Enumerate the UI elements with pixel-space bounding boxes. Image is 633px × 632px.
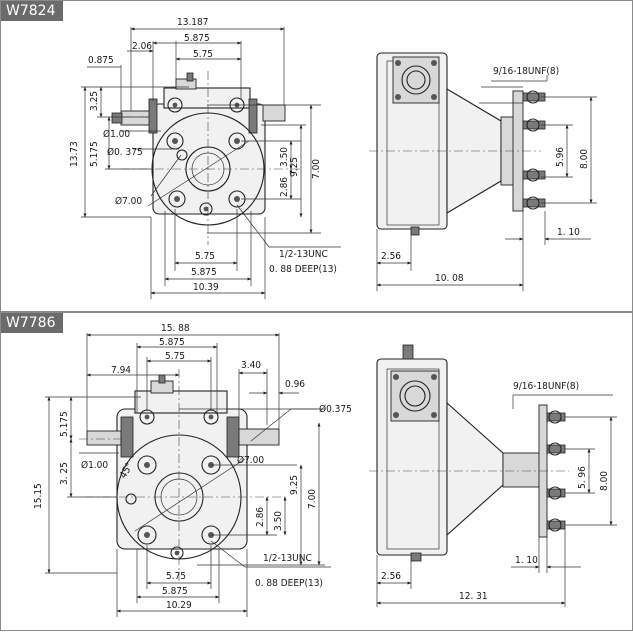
front-view [111, 71, 301, 245]
dim-right-a: 3.40 [241, 360, 261, 371]
dim-bolt-circle-b: 8.00 [599, 471, 610, 491]
dim-bolt-spacing: 5.75 [195, 251, 215, 262]
dim-bolt-circle-a: 5. 96 [577, 466, 588, 489]
dim-bore: Ø7.00 [115, 195, 142, 207]
side-dimensions [376, 75, 597, 291]
dim-overall-length: 12. 31 [459, 591, 488, 602]
side-view [369, 52, 546, 236]
dim-base-width: 10.29 [166, 600, 192, 611]
tap-depth: 0. 88 DEEP(13) [255, 578, 323, 589]
dim-center-a: 9.25 [289, 157, 300, 177]
tap-depth: 0. 88 DEEP(13) [269, 264, 337, 275]
dim-hole-dia: Ø0.375 [319, 403, 352, 415]
dim-bolt-v: 3.50 [279, 147, 290, 167]
side-labels: 9/16-18UNF(8) 5.96 8.00 1. 10 2.56 10. 0… [381, 66, 590, 284]
dim-bolt-circle-a: 5.96 [555, 147, 566, 167]
dim-lower-height: 3. 25 [59, 462, 70, 485]
dim-center-b: 7.00 [307, 489, 318, 509]
dim-mid-height: 5.175 [89, 141, 100, 167]
dim-bolt-circle-b: 8.00 [579, 149, 590, 169]
model-label: W7824 [1, 1, 64, 21]
dim-top-b: 5.875 [159, 337, 185, 348]
dim-hole-dia: Ø0. 375 [107, 146, 143, 158]
front-view [79, 369, 285, 581]
dim-base-width: 10.39 [193, 282, 219, 293]
dim-upper-height: 3.25 [89, 91, 100, 111]
flange-thread: 9/16-18UNF(8) [493, 66, 559, 77]
tap-spec: 1/2-13UNC [263, 553, 312, 564]
front-labels: 15. 88 5.875 5.75 7.94 3.40 0.96 Ø0.375 … [33, 323, 352, 611]
dim-base-offset: 2.56 [381, 251, 401, 262]
front-dimensions [81, 27, 341, 299]
dim-top-b: 5.875 [184, 33, 210, 44]
dim-flange-thk: 1. 10 [557, 227, 580, 238]
front-dimensions [45, 333, 331, 617]
drawing-panel-w7824: W7824 [0, 0, 633, 312]
front-labels: 13.187 2.06 5.875 5.75 0.875 3.25 5.175 … [69, 17, 337, 293]
drawing-w7824: 13.187 2.06 5.875 5.75 0.875 3.25 5.175 … [69, 17, 597, 299]
dim-flange-thk: 1. 10 [515, 555, 538, 566]
drawing-panel-w7786: W7786 [0, 312, 633, 631]
model-label: W7786 [1, 313, 64, 333]
tap-spec: 1/2-13UNC [279, 249, 328, 260]
dim-top-c: 5.75 [165, 351, 185, 362]
dim-shaft-dia: Ø1.00 [81, 459, 108, 471]
drawing-w7786: 15. 88 5.875 5.75 7.94 3.40 0.96 Ø0.375 … [33, 323, 617, 617]
dim-bore: Ø7.00 [237, 454, 264, 466]
dim-top-c: 5.75 [193, 49, 213, 60]
dim-center-b: 7.00 [311, 159, 322, 179]
flange-thread: 9/16-18UNF(8) [513, 381, 579, 392]
side-labels: 9/16-18UNF(8) 5. 96 8.00 1. 10 2.56 12. … [381, 381, 610, 602]
dim-overall-length: 10. 08 [435, 273, 464, 284]
dim-top-a: 2.06 [132, 41, 152, 52]
dim-overall-width: 15. 88 [161, 323, 190, 334]
dim-total-height: 15.15 [33, 483, 44, 509]
dim-left-width: 7.94 [111, 365, 131, 376]
dim-base-b: 5.875 [162, 586, 188, 597]
dim-shaft-dia: Ø1.00 [103, 128, 130, 140]
dim-base-offset: 2.56 [381, 571, 401, 582]
dim-total-height: 13.73 [69, 141, 80, 167]
dim-left-offset: 0.875 [88, 55, 114, 66]
dim-bolt-spacing: 5.75 [166, 571, 186, 582]
side-view [369, 344, 569, 562]
dim-overall-width: 13.187 [177, 17, 208, 28]
dim-center-a: 9.25 [289, 475, 300, 495]
dim-base-b: 5.875 [191, 267, 217, 278]
dim-upper-height: 5.175 [59, 411, 70, 437]
dim-right-b: 0.96 [285, 379, 305, 390]
dim-bolt-h: 2.86 [255, 507, 266, 527]
dim-bolt-h: 2.86 [279, 177, 290, 197]
side-dimensions [376, 394, 617, 607]
dim-bolt-v: 3.50 [273, 511, 284, 531]
